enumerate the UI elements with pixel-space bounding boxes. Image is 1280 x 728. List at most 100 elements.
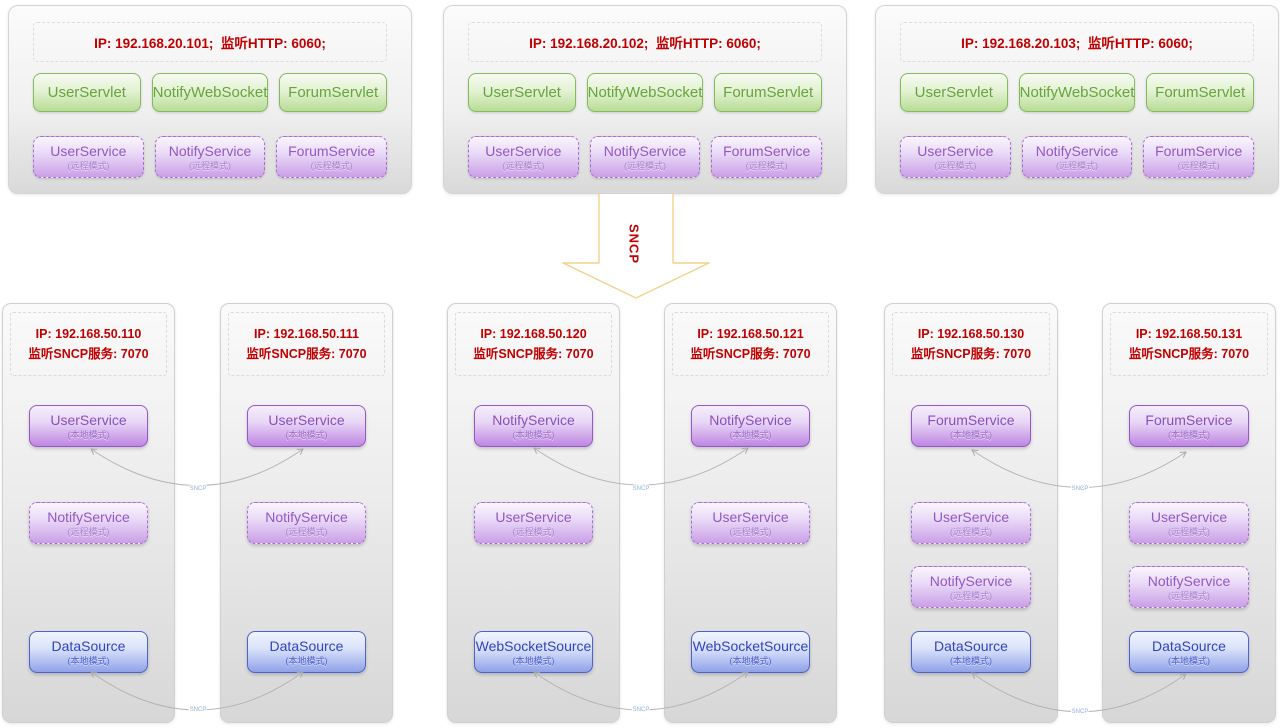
websocketsource-local: WebSocketSource (本地模式) (691, 631, 810, 673)
service-mode: (远程模式) (67, 160, 110, 171)
service-user-remote: UserService (远程模式) (468, 136, 579, 178)
service-row: UserService (远程模式) NotifyService (远程模式) … (900, 136, 1255, 178)
connector-label: SNCP (633, 707, 650, 713)
sncp-node-110: IP: 192.168.50.110 监听SNCP服务: 7070 UserSe… (2, 303, 175, 723)
service-mode: (本地模式) (729, 655, 772, 666)
node-port: 监听SNCP服务: 7070 (1128, 346, 1250, 361)
servlet-row: UserServlet NotifyWebSocket ForumServlet (33, 73, 387, 112)
node-port: 监听SNCP服务: 7070 (28, 346, 149, 361)
node-ip: IP: 192.168.50.131 (1135, 326, 1243, 341)
service-notify-local: NotifyService (本地模式) (691, 405, 810, 447)
service-mode: (远程模式) (1177, 160, 1220, 171)
service-forum-local: ForumService (本地模式) (1129, 405, 1249, 447)
node-ip-banner: IP: 192.168.50.130 监听SNCP服务: 7070 (892, 312, 1050, 376)
service-mode: (远程模式) (1168, 526, 1210, 537)
node-ip: IP: 192.168.50.130 (917, 326, 1025, 341)
servlet-forum: ForumServlet (714, 73, 822, 112)
service-name: NotifyService (265, 508, 348, 525)
service-user-local: UserService (本地模式) (247, 405, 366, 447)
service-mode: (远程模式) (310, 160, 353, 171)
service-forum-remote: ForumService (远程模式) (1143, 136, 1255, 178)
servlet-websocket: NotifyWebSocket (586, 73, 704, 112)
service-name: DataSource (51, 637, 126, 654)
servlet-user: UserServlet (33, 73, 141, 112)
service-user-remote: UserService (远程模式) (900, 136, 1011, 178)
service-mode: (远程模式) (1056, 160, 1098, 171)
service-notify-remote: NotifyService (远程模式) (1129, 566, 1249, 608)
service-name: NotifyService (47, 508, 130, 525)
node-ip-banner: IP: 192.168.50.111 监听SNCP服务: 7070 (228, 312, 385, 376)
service-name: WebSocketSource (692, 637, 809, 654)
node-ip-banner: IP: 192.168.20.101; 监听HTTP: 6060; (33, 22, 387, 62)
service-name: UserService (932, 508, 1010, 525)
service-user-local: UserService (本地模式) (29, 405, 148, 447)
sncp-node-111: IP: 192.168.50.111 监听SNCP服务: 7070 UserSe… (220, 303, 393, 723)
service-name: UserService (50, 411, 127, 428)
node-ip-banner: IP: 192.168.50.121 监听SNCP服务: 7070 (672, 312, 829, 376)
service-name: NotifyService (603, 142, 687, 159)
service-notify-remote: NotifyService (远程模式) (1021, 136, 1133, 178)
node-ip: IP: 192.168.50.111 (254, 326, 359, 341)
service-mode: (远程模式) (502, 160, 545, 171)
service-notify-remote: NotifyService (远程模式) (154, 136, 266, 178)
service-notify-remote: NotifyService (远程模式) (29, 502, 148, 544)
service-mode: (本地模式) (512, 655, 555, 666)
service-name: UserService (268, 411, 345, 428)
service-mode: (本地模式) (285, 429, 328, 440)
service-forum-local: ForumService (本地模式) (911, 405, 1031, 447)
servlet-websocket: NotifyWebSocket (151, 73, 269, 112)
service-name: UserService (485, 142, 562, 159)
datasource-local: DataSource (本地模式) (247, 631, 366, 673)
service-mode: (本地模式) (950, 429, 992, 440)
service-name: NotifyService (168, 142, 252, 159)
node-ip: IP: 192.168.50.121 (697, 326, 804, 341)
http-node-103: IP: 192.168.20.103; 监听HTTP: 6060; UserSe… (875, 5, 1279, 194)
node-port: 监听SNCP服务: 7070 (910, 346, 1032, 361)
service-mode: (远程模式) (934, 160, 977, 171)
sncp-node-120: IP: 192.168.50.120 监听SNCP服务: 7070 Notify… (447, 303, 620, 723)
service-name: DataSource (934, 637, 1008, 654)
service-mode: (本地模式) (729, 429, 772, 440)
service-mode: (远程模式) (729, 526, 772, 537)
servlet-user: UserServlet (468, 73, 576, 112)
service-mode: (本地模式) (285, 655, 328, 666)
connector-label: SNCP (1072, 709, 1089, 715)
service-notify-remote: NotifyService (远程模式) (911, 566, 1031, 608)
service-name: UserService (712, 508, 789, 525)
http-node-101: IP: 192.168.20.101; 监听HTTP: 6060; UserSe… (8, 5, 412, 194)
service-name: DataSource (1152, 637, 1226, 654)
service-mode: (本地模式) (512, 429, 555, 440)
node-ip-banner: IP: 192.168.50.110 监听SNCP服务: 7070 (10, 312, 167, 376)
connector-label: SNCP (190, 707, 207, 713)
service-name: ForumService (1155, 142, 1243, 159)
sncp-node-131: IP: 192.168.50.131 监听SNCP服务: 7070 ForumS… (1102, 303, 1276, 723)
service-mode: (远程模式) (950, 526, 992, 537)
service-mode: (远程模式) (950, 590, 992, 601)
servlet-websocket: NotifyWebSocket (1018, 73, 1136, 112)
service-name: ForumService (723, 142, 811, 159)
service-name: UserService (917, 142, 994, 159)
service-name: NotifyService (1147, 572, 1231, 589)
service-name: UserService (50, 142, 127, 159)
servlet-row: UserServlet NotifyWebSocket ForumServlet (468, 73, 822, 112)
service-mode: (远程模式) (1168, 590, 1210, 601)
service-forum-remote: ForumService (远程模式) (711, 136, 823, 178)
service-name: UserService (495, 508, 572, 525)
service-name: NotifyService (1035, 142, 1119, 159)
service-mode: (本地模式) (67, 655, 110, 666)
node-port: 监听SNCP服务: 7070 (246, 346, 367, 361)
node-port: 监听SNCP服务: 7070 (690, 346, 811, 361)
datasource-local: DataSource (本地模式) (1129, 631, 1249, 673)
websocketsource-local: WebSocketSource (本地模式) (474, 631, 593, 673)
node-ip-banner: IP: 192.168.50.120 监听SNCP服务: 7070 (455, 312, 612, 376)
service-row: UserService (远程模式) NotifyService (远程模式) … (468, 136, 823, 178)
service-mode: (远程模式) (189, 160, 231, 171)
node-ip: IP: 192.168.50.110 (35, 326, 142, 341)
service-row: UserService (远程模式) NotifyService (远程模式) … (33, 136, 388, 178)
service-mode: (远程模式) (745, 160, 788, 171)
service-mode: (远程模式) (67, 526, 110, 537)
servlet-row: UserServlet NotifyWebSocket ForumServlet (900, 73, 1254, 112)
service-name: UserService (1150, 508, 1228, 525)
service-mode: (本地模式) (67, 429, 110, 440)
service-mode: (远程模式) (512, 526, 555, 537)
